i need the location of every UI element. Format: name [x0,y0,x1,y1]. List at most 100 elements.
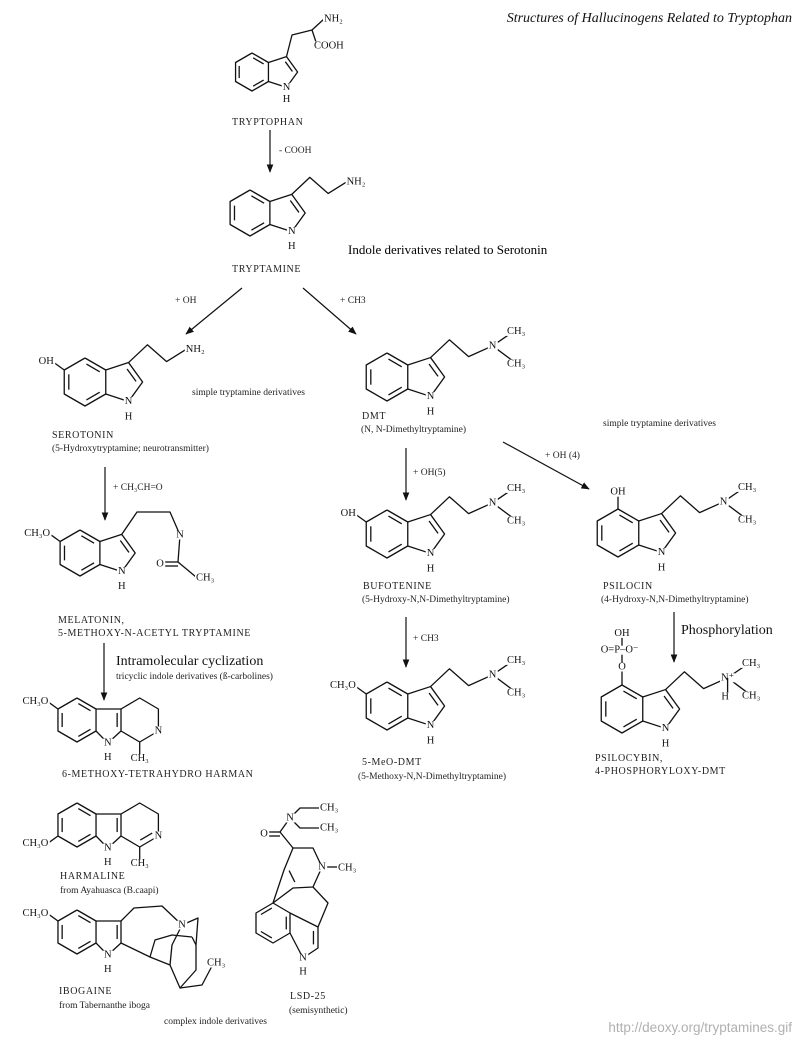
compound-subtitle-psilocin: (4-Hydroxy-N,N-Dimethyltryptamine) [601,594,748,605]
compound-subtitle-bufotenine: (5-Hydroxy-N,N-Dimethyltryptamine) [362,594,509,605]
arrow-hydroxylation [185,287,243,335]
atom-label-background [487,670,498,680]
atom-label-background [319,803,340,813]
pyrrole-ring [407,685,446,727]
atom-label-n: N [104,950,112,961]
atom-label-background [123,412,134,422]
atom-label-background [21,908,50,918]
atom-label-ch3: CH₃ [742,690,761,701]
double-bond [86,391,101,401]
atom-label-background [656,563,667,573]
bond [291,176,347,195]
tetrahydropyridine-ring [120,802,160,848]
atom-label-background [741,658,762,668]
atom-label-background [339,509,358,519]
atom-label-background [741,691,762,701]
double-bond [78,728,91,737]
atom-label-ch3o: CH₃O [23,908,49,919]
heading-tricyclic-derivatives: tricyclic indole derivatives (ß-carbolin… [116,671,273,682]
atom-label-ch3: CH₃ [338,863,357,874]
compound-name-lsd: LSD-25 [290,991,326,1002]
atom-label-background [298,953,309,963]
double-bond [663,695,674,709]
atom-label-background [103,964,114,974]
bond [169,924,183,966]
atom-label-oh: OH [614,628,630,639]
atom-label-background [153,726,164,736]
atom-label-background [116,582,127,592]
atom-label-background [21,839,50,849]
double-bond [388,543,403,553]
atom-label-background [37,357,56,367]
atom-label-background [506,688,527,698]
compound-name-harman: 6-METHOXY-TETRAHYDRO HARMAN [62,769,253,780]
atom-label-n: N [118,566,126,577]
heading-indole-derivatives: Indole derivatives related to Serotonin [348,242,548,257]
atom-label-ch3: CH₃ [507,483,526,494]
atom-label-h: H [104,752,112,763]
atom-label-h: H [288,241,296,252]
double-bond [78,940,91,949]
reaction-label-hydroxylation: + OH [175,296,197,306]
atom-label-nh2: NH₂ [347,176,366,187]
bond [120,905,183,926]
atom-label-n: N [178,920,186,931]
bond [312,886,329,928]
double-bond [78,808,91,817]
atom-label-n: N [286,813,294,824]
reaction-label-acetylation: + CH₃CH=O [113,483,163,493]
atom-label-h: H [658,563,666,574]
atom-label-n: N [176,530,184,541]
atom-label-background [103,738,114,748]
heading-simple-derivatives-left: simple tryptamine derivatives [192,388,305,398]
atom-label-h: H [427,736,435,747]
benzene-ring [600,684,644,734]
heading-simple-derivatives-right: simple tryptamine derivatives [603,419,716,429]
atom-label-oh: OH [341,508,357,519]
atom-label-background [425,548,436,558]
atom-label-h: H [104,857,112,868]
atom-label-background [103,950,114,960]
atom-label-background [487,498,498,508]
compound-name-psilocybin: PSILOCYBIN, [595,753,663,764]
atom-label-background [184,345,206,355]
double-bond [86,363,101,373]
bond [272,866,323,904]
atom-label-background [153,831,164,841]
atom-label-ch3: CH₃ [507,358,526,369]
atom-label-background [116,567,127,577]
atom-label-background [285,813,296,823]
atom-label-ch3: CH₃ [507,687,526,698]
structures-layer: NHNH₂COOHNHNH₂NHNH₂OHNHNCH₃CH₃NHNCH₃CH₃O… [21,14,762,989]
atom-label-background [425,720,436,730]
compound-name-ibogaine: IBOGAINE [59,986,112,997]
atom-label-background [129,754,151,763]
compound-subtitle-5-meo-dmt: (5-Methoxy-N,N-Dimethyltryptamine) [358,771,506,782]
atom-label-h: H [125,412,133,423]
double-bond [388,358,403,368]
double-bond [252,79,264,87]
double-bond [428,692,439,706]
atom-label-background [103,857,114,867]
double-bond [428,363,439,377]
benzene-ring [596,508,640,558]
atom-label-ch3: CH₃ [507,515,526,526]
atom-label-background [737,515,758,525]
pyrrole-ring [268,55,299,89]
benzene-ring [57,697,97,743]
atom-label-background [259,829,270,839]
atom-label-o: O [156,559,164,570]
double-bond [388,715,403,725]
atom-label-background [175,530,186,540]
atom-label-ch3: CH₃ [131,858,150,869]
benzene-ring [57,909,97,955]
bond [177,561,197,578]
bond [665,671,728,691]
atom-label-background [506,359,527,369]
benzene-ring [365,352,409,402]
